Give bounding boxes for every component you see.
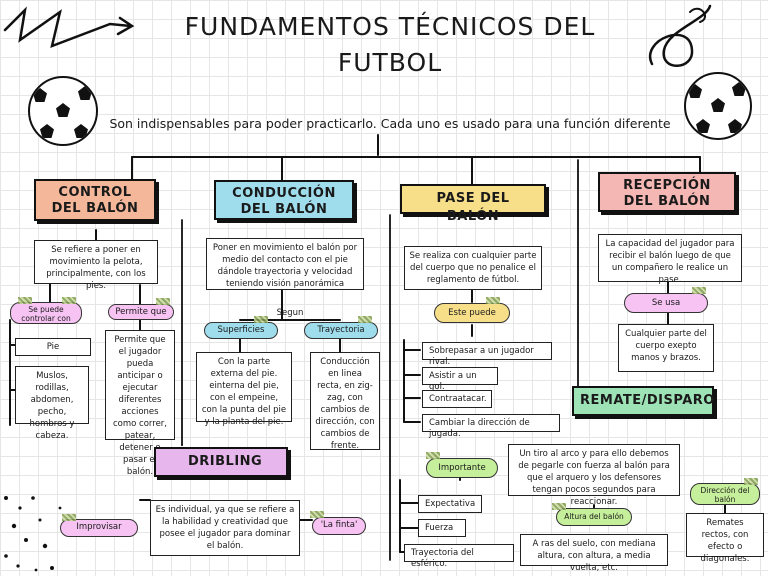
- pase-item-1: Sobrepasar a un jugador rival.: [422, 342, 552, 367]
- remate-importante-3: Trayectoria del esférico.: [404, 544, 514, 569]
- conduccion-pill-trayectoria: Trayectoria: [304, 322, 378, 339]
- dribling-description: Es individual, ya que se refiere a la ha…: [150, 500, 300, 556]
- remate-importante-2: Fuerza: [418, 519, 466, 537]
- pase-item-4: Cambiar la dirección de jugada.: [422, 414, 560, 439]
- control-description: Se refiere a poner en movimiento la pelo…: [34, 240, 158, 291]
- pase-item-2: Asistir a un gol.: [422, 367, 498, 392]
- control-permite-detail: Permite que el jugador pueda anticipar o…: [105, 330, 175, 477]
- conduccion-heading: CONDUCCIÓN DEL BALÓN: [214, 180, 354, 220]
- remate-heading: REMATE/DISPARO: [572, 386, 714, 416]
- control-heading: CONTROL DEL BALÓN: [34, 179, 156, 221]
- remate-description: Un tiro al arco y para ello debemos de p…: [508, 444, 680, 507]
- subtitle: Son indispensables para poder practicarl…: [109, 116, 671, 131]
- conduccion-superficies-detail: Con la parte externa del pie. einterna d…: [196, 352, 292, 427]
- control-body-parts: Muslos, rodillas, abdomen, pecho, hombro…: [15, 366, 89, 441]
- conduccion-description: Poner en movimiento el balón por medio d…: [206, 238, 364, 290]
- control-pill-permite: Permite que: [108, 304, 174, 320]
- pase-description: Se realiza con cualquier parte del cuerp…: [404, 246, 542, 290]
- remate-pill-importante: Importante: [426, 458, 498, 478]
- page-title: FUNDAMENTOS TÉCNICOS DEL FUTBOL: [170, 12, 610, 78]
- dribling-pill-finta: 'La finta': [312, 517, 366, 535]
- conduccion-segun: Segun: [276, 308, 304, 318]
- recepcion-detail: Cualquier parte del cuerpo exepto manos …: [618, 324, 714, 372]
- pase-pill-puede: Este puede: [434, 303, 510, 323]
- conduccion-pill-superficies: Superficies: [204, 322, 278, 339]
- pase-heading: PASE DEL BALÓN: [400, 184, 546, 224]
- remate-pill-direccion: Dirección del balón: [690, 483, 760, 505]
- recepcion-description: La capacidad del jugador para recibir el…: [598, 234, 742, 285]
- title-line-2: FUTBOL: [337, 48, 443, 77]
- pase-item-3: Contraatacar.: [422, 390, 492, 408]
- remate-pill-altura: Altura del balón: [556, 508, 632, 526]
- soccer-ball-icon: [28, 76, 98, 146]
- dribling-heading: DRIBLING: [154, 447, 288, 477]
- control-pie: Pie: [15, 338, 91, 356]
- recepcion-pill-usa: Se usa: [624, 293, 708, 313]
- remate-altura-detail: A ras del suelo, con mediana altura, con…: [520, 534, 668, 573]
- soccer-ball-icon: [684, 72, 752, 140]
- remate-direccion-detail: Remates rectos, con efecto o diagonales.: [686, 513, 764, 564]
- recepcion-heading: RECEPCIÓN DEL BALÓN: [598, 172, 736, 212]
- dribling-pill-improvisar: Improvisar: [60, 519, 138, 537]
- conduccion-trayectoria-detail: Conducción en linea recta, en zig-zag, c…: [310, 352, 380, 451]
- control-pill-puede: Se puede controlar con: [10, 302, 82, 324]
- title-line-1: FUNDAMENTOS TÉCNICOS DEL: [184, 12, 596, 41]
- remate-importante-1: Expectativa: [418, 495, 482, 513]
